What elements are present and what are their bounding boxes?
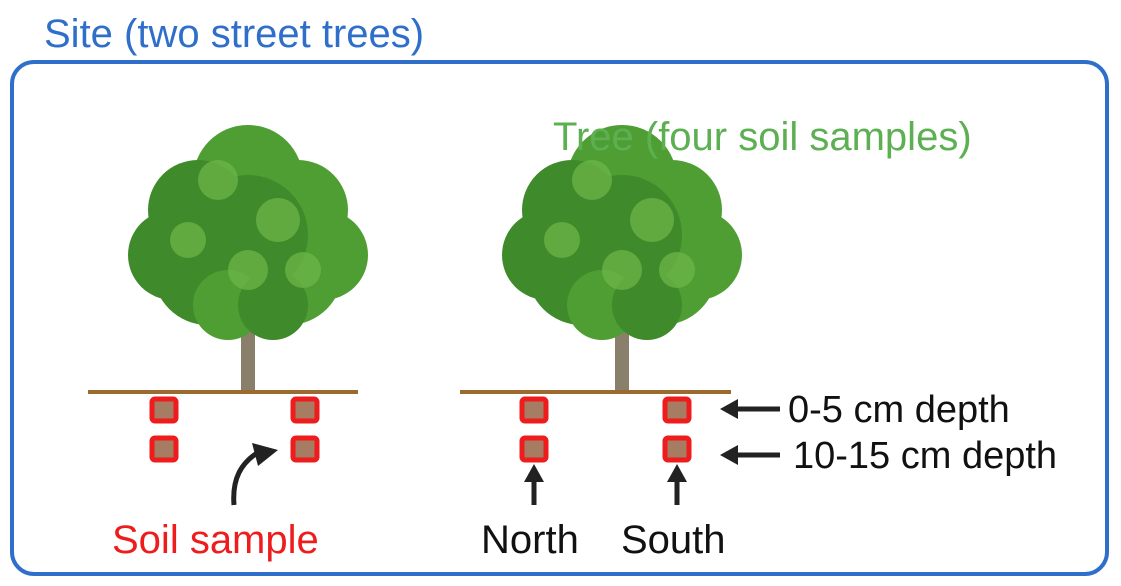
tree-label: Tree (four soil samples): [553, 115, 972, 159]
depth-arrow-shallow-icon: [720, 399, 780, 419]
north-label: North: [481, 518, 579, 562]
depth-deep-label: 10-15 cm depth: [793, 435, 1058, 477]
depth-arrow-deep-icon: [720, 445, 780, 465]
north-arrow-icon: [524, 464, 544, 505]
soil-sample-marker: [519, 396, 549, 424]
site-label: Site (two street trees): [44, 12, 425, 56]
tree-image: [502, 125, 742, 392]
site-boundary: [10, 60, 1109, 576]
curved-arrow-head: [252, 443, 278, 466]
soil-sample-marker: [149, 435, 179, 463]
soil-sample-label: Soil sample: [112, 518, 319, 562]
tree-image: [128, 125, 368, 392]
soil-sample-marker: [149, 396, 179, 424]
soil-sample-marker: [662, 396, 692, 424]
soil-sample-marker: [290, 435, 320, 463]
south-label: South: [621, 518, 726, 562]
south-arrow-icon: [667, 464, 687, 505]
soil-sample-marker: [662, 435, 692, 463]
depth-shallow-label: 0-5 cm depth: [788, 389, 1010, 431]
soil-sample-marker: [290, 396, 320, 424]
soil-sample-marker: [519, 435, 549, 463]
